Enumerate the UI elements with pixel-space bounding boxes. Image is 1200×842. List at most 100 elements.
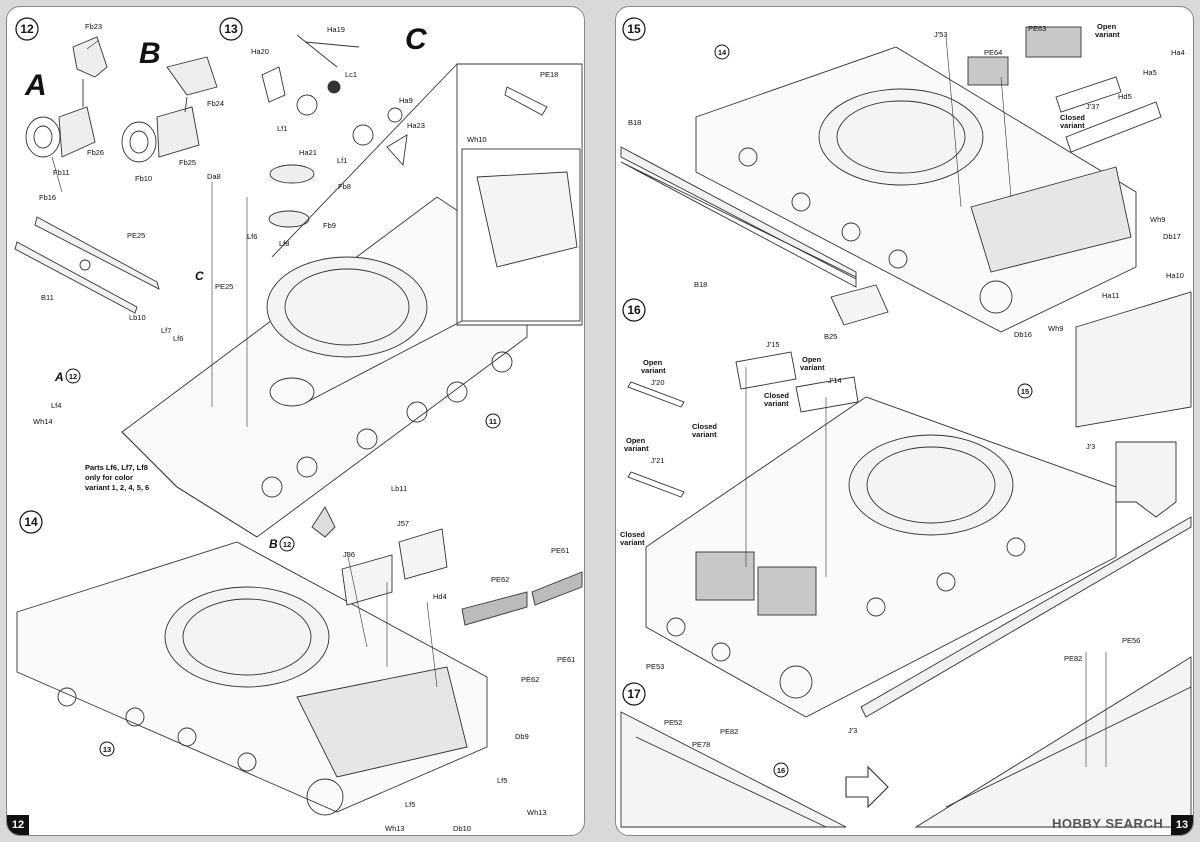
svg-text:J'14: J'14 xyxy=(828,376,842,385)
svg-text:Lf7: Lf7 xyxy=(161,326,171,335)
svg-text:Wh9: Wh9 xyxy=(1048,324,1063,333)
svg-text:variant: variant xyxy=(1060,121,1085,130)
svg-text:12: 12 xyxy=(20,22,34,36)
svg-text:Wh13: Wh13 xyxy=(385,824,405,833)
detail-step17-before xyxy=(620,711,847,828)
hull-upper-step13 xyxy=(121,196,528,538)
step-17-marker: 17 xyxy=(622,682,646,706)
svg-text:Fb26: Fb26 xyxy=(87,148,104,157)
step-14-marker: 14 xyxy=(19,510,43,534)
svg-text:15: 15 xyxy=(1021,387,1029,396)
svg-text:J'21: J'21 xyxy=(651,456,665,465)
svg-text:16: 16 xyxy=(777,766,785,775)
svg-text:variant: variant xyxy=(641,366,666,375)
svg-text:17: 17 xyxy=(627,687,641,701)
svg-text:Ha4: Ha4 xyxy=(1171,48,1185,57)
svg-text:Db10: Db10 xyxy=(453,824,471,833)
svg-text:Ha19: Ha19 xyxy=(327,25,345,34)
part-labels-left: Fb23 Fb26 Fb11 Fb24 Fb25 Fb10 Fb16 B11 P… xyxy=(33,22,575,833)
svg-text:Closed: Closed xyxy=(620,530,645,539)
svg-text:Fb16: Fb16 xyxy=(39,193,56,202)
svg-text:J'20: J'20 xyxy=(651,378,665,387)
svg-text:Hd5: Hd5 xyxy=(1118,92,1132,101)
svg-text:Ha5: Ha5 xyxy=(1143,68,1157,77)
svg-text:Open: Open xyxy=(1097,22,1117,31)
svg-text:variant 1, 2, 4, 5, 6: variant 1, 2, 4, 5, 6 xyxy=(85,483,149,492)
variant-b-letter: B xyxy=(139,37,161,70)
leader-lines-right xyxy=(745,36,1107,767)
left-instruction-page: 12 13 14 A B C C A B 12 12 11 13 Parts L… xyxy=(6,6,585,836)
ref-circle-12a: 12 xyxy=(65,368,81,384)
fender-rails xyxy=(14,216,160,314)
svg-text:Lb10: Lb10 xyxy=(129,313,146,322)
svg-text:13: 13 xyxy=(103,745,111,754)
svg-text:Open: Open xyxy=(643,358,663,367)
svg-text:Parts Lf6, Lf7, Lf8: Parts Lf6, Lf7, Lf8 xyxy=(85,463,148,472)
hull-step15 xyxy=(620,26,1192,428)
svg-text:Lf1: Lf1 xyxy=(337,156,347,165)
svg-text:PE25: PE25 xyxy=(127,231,145,240)
svg-text:variant: variant xyxy=(764,399,789,408)
svg-text:Db9: Db9 xyxy=(515,732,529,741)
svg-text:Lf6: Lf6 xyxy=(247,232,257,241)
svg-text:Ha9: Ha9 xyxy=(399,96,413,105)
svg-text:PE25: PE25 xyxy=(215,282,233,291)
svg-text:Wh13: Wh13 xyxy=(527,808,547,817)
svg-text:13: 13 xyxy=(224,22,238,36)
svg-text:J57: J57 xyxy=(397,519,409,528)
svg-text:Da8: Da8 xyxy=(207,172,221,181)
ref-circle-12b: 12 xyxy=(279,536,295,552)
svg-text:Wh9: Wh9 xyxy=(1150,215,1165,224)
svg-text:14: 14 xyxy=(24,515,38,529)
svg-text:PE82: PE82 xyxy=(1064,654,1082,663)
ref-circle-14: 14 xyxy=(714,44,730,60)
svg-text:Closed: Closed xyxy=(1060,113,1085,122)
svg-text:12: 12 xyxy=(69,372,77,381)
svg-text:PE62: PE62 xyxy=(521,675,539,684)
svg-text:Open: Open xyxy=(802,355,822,364)
svg-text:PE64: PE64 xyxy=(984,48,1002,57)
svg-text:Lf5: Lf5 xyxy=(497,776,507,785)
svg-text:Fb25: Fb25 xyxy=(179,158,196,167)
svg-text:Ha10: Ha10 xyxy=(1166,271,1184,280)
svg-text:Closed: Closed xyxy=(692,422,717,431)
svg-text:Fb10: Fb10 xyxy=(135,174,152,183)
hobby-search-watermark: HOBBY SEARCH xyxy=(1052,816,1164,831)
color-variant-note: Parts Lf6, Lf7, Lf8 only for color varia… xyxy=(85,463,149,492)
svg-text:Fb8: Fb8 xyxy=(338,182,351,191)
mantlet-b-parts xyxy=(121,56,218,163)
variant-c-letter: C xyxy=(405,23,428,56)
svg-text:Db17: Db17 xyxy=(1163,232,1181,241)
svg-text:Open: Open xyxy=(626,436,646,445)
svg-text:Lf4: Lf4 xyxy=(51,401,61,410)
svg-text:J'3: J'3 xyxy=(1086,442,1095,451)
ref-circle-11: 11 xyxy=(485,413,501,429)
svg-text:variant: variant xyxy=(800,363,825,372)
svg-text:B18: B18 xyxy=(694,280,707,289)
step-16-marker: 16 xyxy=(622,298,646,322)
right-page-number: 13 xyxy=(1171,815,1193,835)
variant-c-small: C xyxy=(195,269,204,283)
svg-text:Lf1: Lf1 xyxy=(277,124,287,133)
svg-text:Fb24: Fb24 xyxy=(207,99,224,108)
hull-step14 xyxy=(16,528,583,816)
svg-text:15: 15 xyxy=(627,22,641,36)
svg-text:Fb9: Fb9 xyxy=(323,221,336,230)
svg-text:variant: variant xyxy=(620,538,645,547)
svg-text:PE63: PE63 xyxy=(1028,24,1046,33)
ref-b-letter: B xyxy=(269,537,278,551)
svg-text:Closed: Closed xyxy=(764,391,789,400)
svg-text:Fb11: Fb11 xyxy=(53,168,70,177)
svg-text:Lf5: Lf5 xyxy=(405,800,415,809)
svg-text:Lf6: Lf6 xyxy=(173,334,183,343)
svg-text:Ha11: Ha11 xyxy=(1102,291,1119,300)
svg-text:Lb11: Lb11 xyxy=(391,484,407,493)
